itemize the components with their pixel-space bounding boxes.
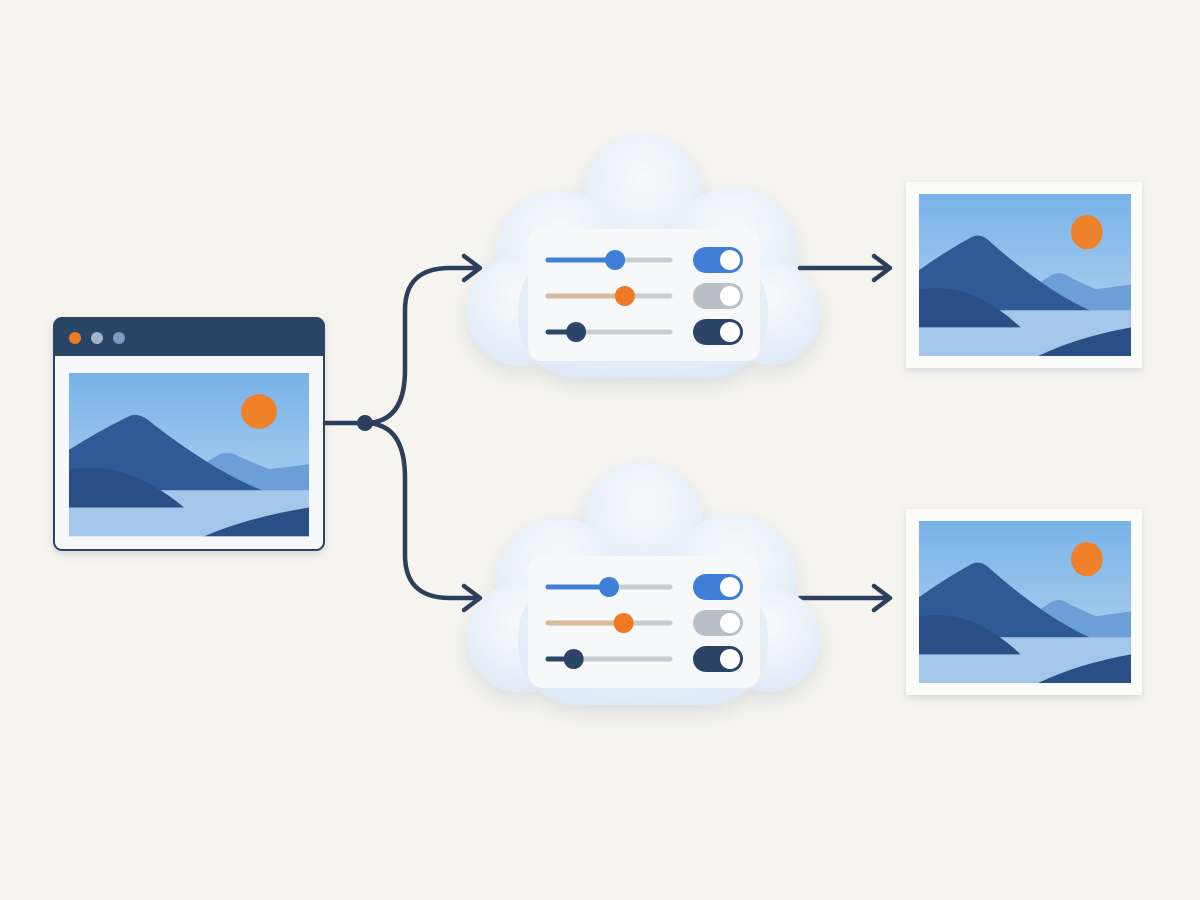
slider-knob[interactable] [605, 250, 626, 270]
slider-knob[interactable] [599, 577, 619, 597]
arrowhead-output-2 [871, 583, 893, 613]
toggle-knob [720, 322, 740, 342]
landscape-photo-icon [919, 521, 1131, 683]
landscape-photo-icon [919, 194, 1131, 356]
window-dot-minimize-icon [91, 332, 103, 344]
window-dot-maximize-icon [113, 332, 125, 344]
output-photo-1 [906, 182, 1142, 368]
toggle-knob [720, 649, 740, 669]
connectors [322, 253, 893, 613]
toggle-knob [720, 286, 740, 306]
slider-knob[interactable] [614, 286, 635, 306]
slider-knob[interactable] [563, 649, 584, 669]
output-photo-2 [906, 509, 1142, 695]
arrowhead-processor-2 [461, 583, 483, 613]
toggle-knob [720, 613, 740, 633]
split-node [357, 415, 373, 431]
source-image [69, 373, 309, 537]
slider-knob[interactable] [613, 613, 634, 633]
arrowhead-processor-1 [461, 253, 483, 283]
toggle-knob [720, 250, 740, 270]
connector-split-to-processor-2 [362, 420, 481, 601]
toggle-knob [720, 577, 740, 597]
arrowhead-output-1 [871, 253, 893, 283]
connector-split-to-processor-1 [362, 265, 481, 426]
source-browser-window [53, 317, 325, 551]
window-dot-close-icon [69, 332, 81, 344]
window-titlebar [54, 318, 324, 356]
slider-knob[interactable] [566, 322, 587, 342]
processing-cloud-2 [466, 462, 821, 705]
processing-cloud-1 [466, 135, 821, 378]
